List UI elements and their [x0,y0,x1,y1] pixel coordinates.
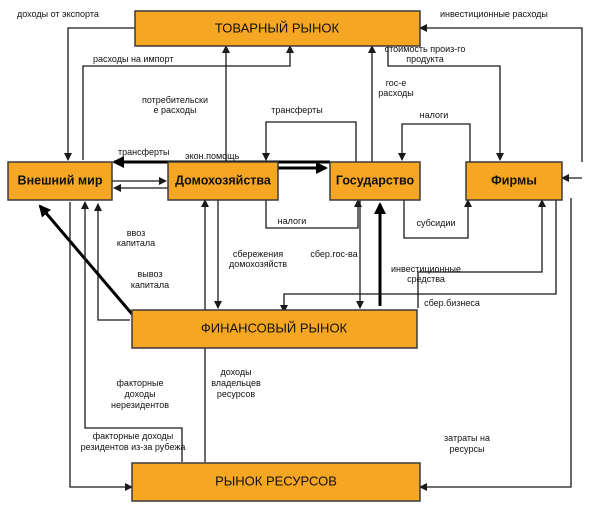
label-resource-owners-income-2: владельцев [211,378,261,388]
label-gov-spending-1: гос-е [386,78,407,88]
flow-taxes-firms [398,123,471,162]
label-transfers-top: трансферты [271,105,322,115]
flow-investment-spending [419,24,583,162]
flow-resource-costs [419,198,572,491]
flow-subsidies [403,199,472,239]
label-factor-income-nonresidents-2: доходы [124,389,155,399]
label-resource-owners-income-3: ресурсов [217,389,256,399]
node-goods-market: ТОВАРНЫЙ РЫНОК [134,10,421,47]
label-household-savings-1: сбережения [233,249,283,259]
node-firms: Фирмы [465,161,563,201]
firms-label: Фирмы [491,173,537,187]
label-resource-owners-income-1: доходы [220,367,251,377]
label-capital-export-1: вывоз [138,269,163,279]
label-gov-savings: сбер.гос-ва [310,249,357,259]
label-household-savings-2: домохозяйств [229,259,287,269]
label-factor-income-nonresidents-3: нерезидентов [111,400,169,410]
label-resource-costs-2: ресурсы [450,444,485,454]
label-resource-costs-1: затраты на [444,433,490,443]
flow-labels: доходы от экспорта инвестиционные расход… [17,9,548,454]
label-capital-import-2: капитала [117,238,155,248]
label-investment-spending: инвестиционные расходы [440,9,548,19]
label-transfers-left: трансферты [118,147,169,157]
label-econ-aid: экон.помощь [185,151,240,161]
flow-investment-to-firms [417,199,546,308]
label-investment-funds-2: средства [407,274,445,284]
financial-market-label: ФИНАНСОВЫЙ РЫНОК [201,320,348,335]
resource-market-label: РЫНОК РЕСУРСОВ [215,473,337,488]
label-taxes-households: налоги [278,216,307,226]
node-government: Государство [329,161,421,201]
label-subsidies: субсидии [417,218,456,228]
label-import-spending: расходы на импорт [93,54,173,64]
label-consumer-spending-1: потребительски [142,95,208,105]
flow-import-spending [82,45,294,160]
flow-capital-export [38,204,134,315]
government-label: Государство [336,173,415,187]
label-product-cost-2: продукта [406,54,444,64]
node-resource-market: РЫНОК РЕСУРСОВ [131,462,421,502]
label-capital-import-1: ввоз [127,228,146,238]
label-factor-income-residents-1: факторные доходы [93,431,174,441]
label-factor-income-residents-2: резидентов из-за рубежа [81,442,186,452]
flow-transfers-top [262,121,357,162]
node-households: Домохозяйства [167,161,279,201]
flow-export-income [64,27,135,161]
label-factor-income-nonresidents-1: факторные [117,378,164,388]
goods-market-label: ТОВАРНЫЙ РЫНОК [215,20,340,35]
flow-business-savings [280,200,557,313]
label-consumer-spending-2: е расходы [154,105,197,115]
households-label: Домохозяйства [175,173,272,187]
flow-product-cost [387,46,504,161]
flow-factor-income-nonresidents [81,201,183,462]
label-investment-funds-1: инвестиционные [391,264,461,274]
label-taxes-firms: налоги [420,110,449,120]
label-export-income: доходы от экспорта [17,9,99,19]
flow-taxes-households [265,198,362,229]
label-gov-spending-2: расходы [378,88,413,98]
label-business-savings: сбер.бизнеса [424,298,480,308]
flow-capital-import [94,203,130,321]
label-product-cost-1: стоимость произ-го [385,44,466,54]
node-rest-of-world: Внешний мир [7,161,113,201]
rest-of-world-label: Внешний мир [18,173,103,187]
node-financial-market: ФИНАНСОВЫЙ РЫНОК [131,309,418,349]
flow-factor-income-residents [69,202,133,491]
label-capital-export-2: капитала [131,280,169,290]
